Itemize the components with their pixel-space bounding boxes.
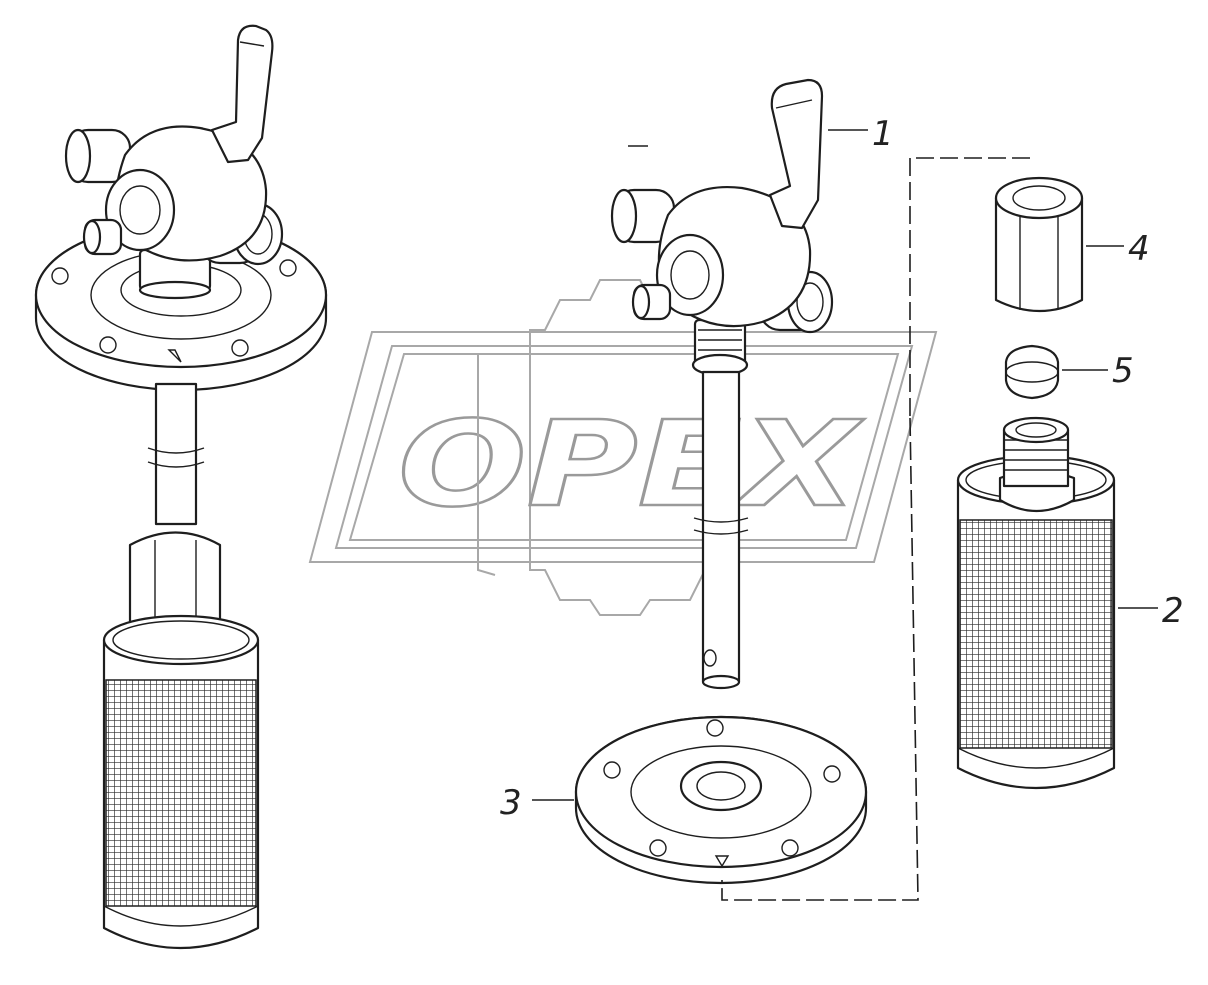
callout-3: 3 [500,783,522,823]
callout-leaders [532,129,1158,801]
callout-2: 2 [1162,591,1184,631]
part-3-flange [574,715,868,885]
callout-1: 1 [872,114,894,154]
assembled-filter-view [34,24,328,949]
left-tube [147,382,205,526]
callout-4: 4 [1128,229,1150,269]
part-2-filter [956,416,1116,789]
part-4-nut [994,176,1084,313]
left-valve [64,24,284,300]
center-tube [693,370,749,690]
watermark-mark [477,355,496,576]
watermark-logo: OPEX [308,279,938,616]
part-5-ring [1004,344,1060,400]
watermark-outer-frame [308,331,938,563]
left-filter-cartridge [102,614,260,949]
assembly-bracket [721,157,1030,901]
callout-5: 5 [1112,351,1134,391]
watermark-text: OPEX [398,395,864,533]
part-1-valve [610,78,834,377]
